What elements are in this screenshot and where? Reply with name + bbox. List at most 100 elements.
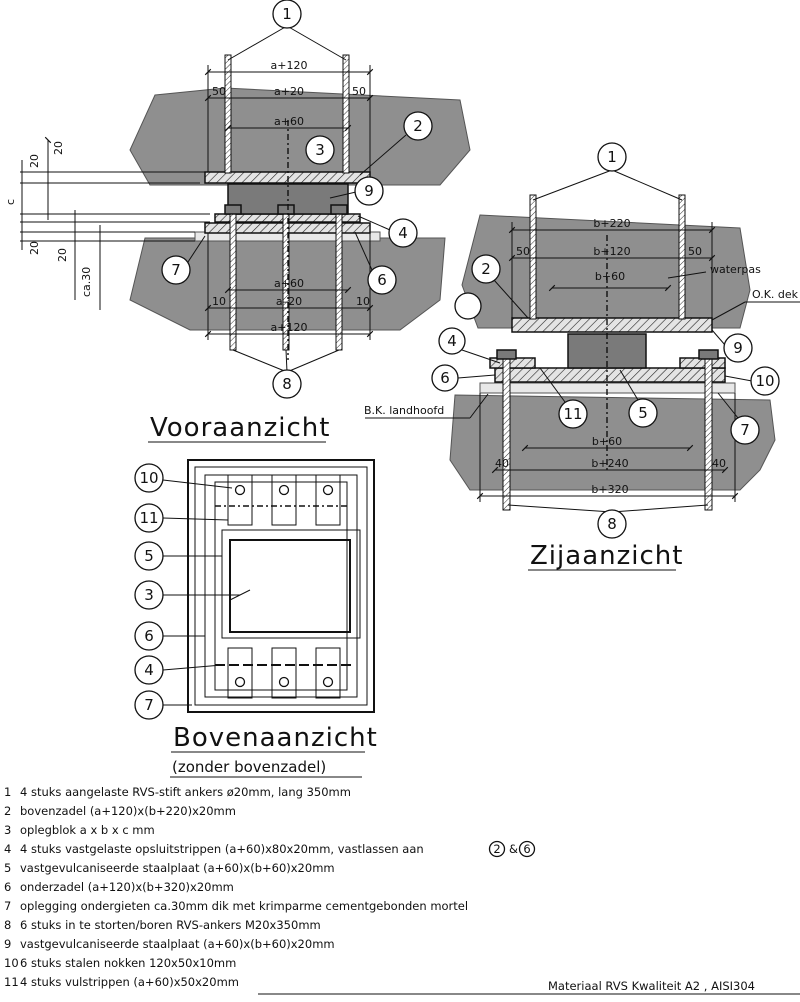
legend-text: onderzadel (a+120)x(b+320)x20mm xyxy=(20,880,234,894)
balloon-label: 3 xyxy=(144,586,154,604)
dim-side-left: 50 xyxy=(212,85,226,98)
balloon-label: 8 xyxy=(282,375,292,393)
top-outer-frame xyxy=(187,459,375,713)
legend-number: 6 xyxy=(4,880,11,894)
balloon xyxy=(134,690,164,720)
legend-ref: 2 xyxy=(493,842,500,856)
dim-bot-mid: a–20 xyxy=(276,295,302,308)
balloon-label: 6 xyxy=(144,627,154,645)
side-dim-bot-mid: b+240 xyxy=(591,457,628,470)
legend-text: oplegging ondergieten ca.30mm dik met kr… xyxy=(20,899,468,913)
balloon-label: 5 xyxy=(144,547,154,565)
balloon-empty xyxy=(454,292,482,320)
front-bottom-anchor xyxy=(335,204,343,351)
balloon xyxy=(354,176,384,206)
balloon xyxy=(750,366,780,396)
balloon-label: 6 xyxy=(377,271,387,289)
front-view-title: Vooraanzicht xyxy=(150,413,330,443)
side-bottom-anchor xyxy=(502,349,511,511)
top-anchor-hole xyxy=(322,484,334,496)
balloon-label: 4 xyxy=(447,332,457,350)
dim-v1: 20 xyxy=(52,141,65,155)
dim-bot-inner: a+60 xyxy=(274,277,304,290)
dim-top-outer: a+120 xyxy=(271,59,308,72)
front-top-anchor xyxy=(224,54,232,174)
legend-number: 9 xyxy=(4,937,11,951)
top-nok xyxy=(227,647,253,699)
side-dim-top-mid: b+120 xyxy=(593,245,630,258)
legend-text: 4 stuks aangelaste RVS-stift ankers ø20m… xyxy=(20,785,351,799)
legend-text: oplegblok a x b x c mm xyxy=(20,823,155,837)
balloon xyxy=(730,415,760,445)
top-anchor-hole xyxy=(234,676,246,688)
legend-text: 4 stuks vulstrippen (a+60)x50x20mm xyxy=(20,975,239,989)
dim-bot-side-left: 10 xyxy=(212,295,226,308)
dim-v5: 20 xyxy=(56,248,69,262)
dim-v2: c xyxy=(4,199,17,205)
side-dim-side-right: 50 xyxy=(688,245,702,258)
top-view: 10 11 5 3 6 4 7 Bovenaanzicht (zonder bo… xyxy=(134,459,377,778)
nut xyxy=(496,349,517,360)
top-bearing-block xyxy=(229,539,351,633)
balloon xyxy=(272,369,302,399)
balloon-label: 7 xyxy=(171,261,181,279)
side-dim-bot-side-left: 40 xyxy=(495,457,509,470)
nut xyxy=(224,204,242,215)
legend-text: 4 stuks vastgelaste opsluitstrippen (a+6… xyxy=(20,842,424,856)
material-note: Materiaal RVS Kwaliteit A2 , AISI304 xyxy=(548,979,755,993)
side-lower-saddle xyxy=(494,367,726,383)
balloon-label: 10 xyxy=(139,469,158,487)
legend-ref-circle xyxy=(518,840,536,858)
top-nok xyxy=(315,474,341,526)
front-bottom-anchor xyxy=(229,204,237,351)
balloon xyxy=(367,265,397,295)
legend-ref-amp: & xyxy=(509,842,518,856)
legend-text: 6 stuks stalen nokken 120x50x10mm xyxy=(20,956,236,970)
legend-number: 5 xyxy=(4,861,11,875)
legend-text: 6 stuks in te storten/boren RVS-ankers M… xyxy=(20,918,321,932)
top-nok xyxy=(271,647,297,699)
balloon xyxy=(628,398,658,428)
top-anchor-hole xyxy=(322,676,334,688)
side-concrete-abutment xyxy=(449,394,776,491)
balloon xyxy=(403,111,433,141)
balloon xyxy=(388,218,418,248)
balloon xyxy=(134,580,164,610)
balloon-label: 1 xyxy=(282,5,292,23)
balloon-label: 5 xyxy=(638,404,648,422)
legend: 1 4 stuks aangelaste RVS-stift ankers ø2… xyxy=(4,785,536,989)
balloon xyxy=(471,254,501,284)
legend-text: vastgevulcaniseerde staalplaat (a+60)x(b… xyxy=(20,937,335,951)
balloon-label: 4 xyxy=(144,661,154,679)
side-dim-side-left: 50 xyxy=(516,245,530,258)
balloon-label: 9 xyxy=(364,182,374,200)
balloon xyxy=(134,541,164,571)
top-nok xyxy=(271,474,297,526)
label-ok-dek: O.K. dek xyxy=(752,288,799,301)
side-bottom-anchor xyxy=(704,349,713,511)
balloon-label: 9 xyxy=(733,339,743,357)
balloon xyxy=(431,364,459,392)
side-dim-bot-inner: b+60 xyxy=(592,435,622,448)
legend-number: 1 xyxy=(4,785,11,799)
front-top-anchor xyxy=(342,54,350,174)
side-upper-saddle xyxy=(511,317,713,333)
balloon-label: 2 xyxy=(413,117,423,135)
balloon xyxy=(438,327,466,355)
side-dim-top-outer: b+220 xyxy=(593,217,630,230)
side-dim-top-inner: b+60 xyxy=(595,270,625,283)
balloon xyxy=(272,0,302,29)
legend-ref: 6 xyxy=(523,842,530,856)
balloon-label: 8 xyxy=(607,515,617,533)
legend-number: 10 xyxy=(4,956,19,970)
side-view-title: Zijaanzicht xyxy=(530,541,683,571)
balloon-label: 10 xyxy=(755,372,774,390)
balloon xyxy=(161,255,191,285)
legend-number: 11 xyxy=(4,975,19,989)
label-waterpas: waterpas xyxy=(710,263,761,276)
legend-text: bovenzadel (a+120)x(b+220)x20mm xyxy=(20,804,236,818)
top-nok xyxy=(227,474,253,526)
label-bk-landhoofd: B.K. landhoofd xyxy=(364,404,444,417)
top-view-subtitle: (zonder bovenzadel) xyxy=(172,758,326,776)
